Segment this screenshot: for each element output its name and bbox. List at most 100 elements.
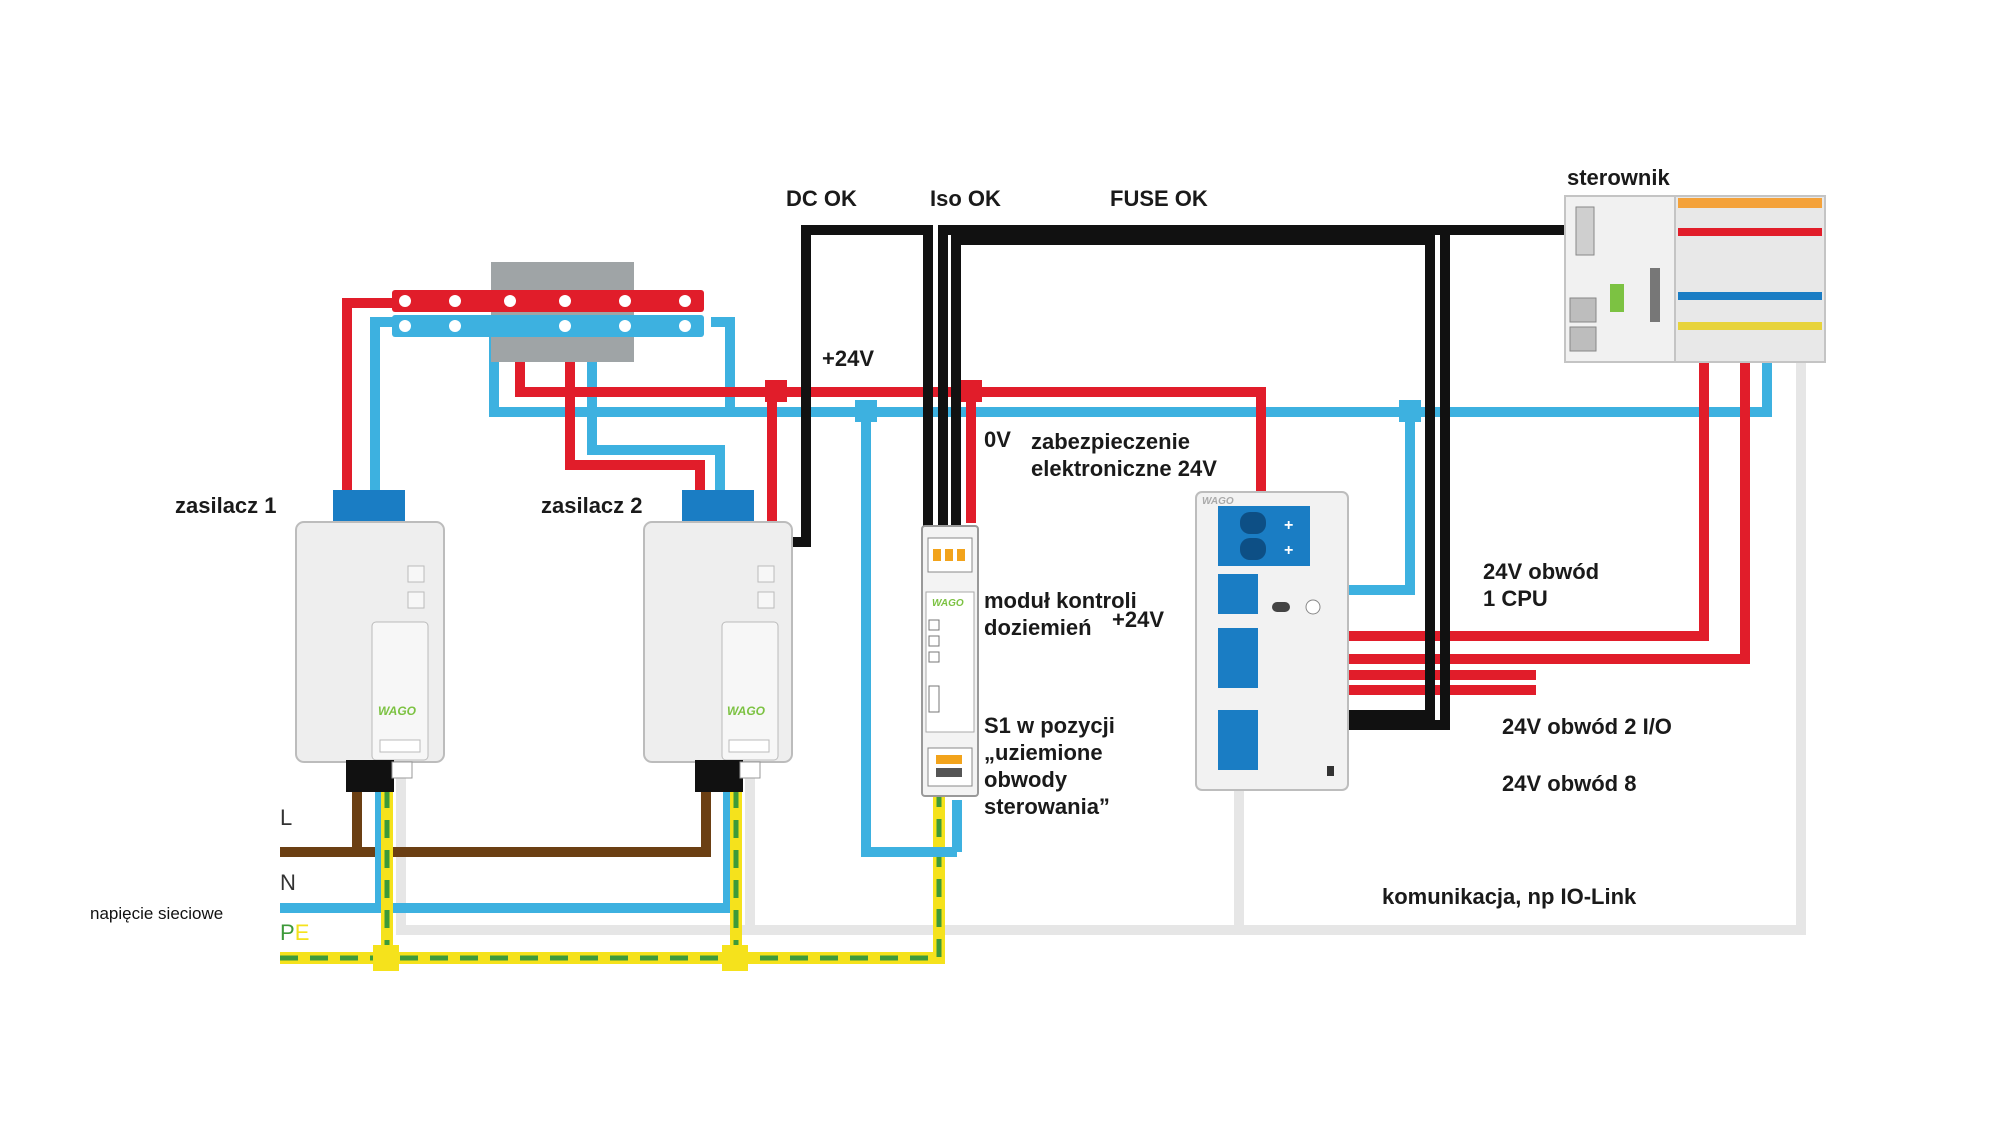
iso-ok-line-2 [951, 235, 1435, 720]
plc-io-orange-top [1678, 198, 1822, 208]
zero-v-junction-2 [1399, 400, 1421, 422]
terminal-screw-1 [399, 295, 411, 307]
terminal-screw-2 [449, 295, 461, 307]
fuse-brand-logo: WAGO [1202, 496, 1234, 507]
zero-v-junctions [855, 400, 1421, 422]
terminal-screw-11 [679, 320, 691, 332]
plc-ethernet-2 [1569, 326, 1597, 352]
communication-label: komunikacja, np IO-Link [1382, 884, 1637, 909]
fuse-input-terminal [1218, 506, 1310, 566]
circuit-1-label-1: 24V obwód [1483, 559, 1600, 584]
terminal-screw-4 [559, 295, 571, 307]
fuse-ok-label: FUSE OK [1110, 186, 1208, 211]
l-line [280, 790, 711, 857]
zero-v-module-loop [861, 412, 925, 857]
plus24v-lines [342, 254, 1750, 695]
psu2-led-2 [757, 591, 775, 609]
psu1-terminal [333, 490, 405, 522]
plc-cpu-latch [1650, 268, 1660, 322]
plus24v-mid-label: +24V [1112, 607, 1164, 632]
plc-io-modules [1674, 195, 1826, 363]
terminal-block-blue [392, 315, 704, 337]
plc-cpu-badge [1610, 284, 1624, 312]
signal-lines [791, 225, 1567, 730]
plus24v-junction-2 [960, 380, 982, 402]
module-led-3 [928, 651, 940, 663]
module-led-1 [928, 619, 940, 631]
isolation-monitor-module [921, 525, 979, 797]
plus24v-bus [772, 387, 1266, 516]
module-pin-2 [945, 549, 953, 561]
terminal-screw-5 [619, 295, 631, 307]
controller-label: sterownik [1567, 165, 1670, 190]
mains-n-lines [280, 790, 733, 913]
psu2-front-panel [721, 621, 779, 761]
fuse-input-slot-1 [1240, 512, 1266, 534]
psu1-bottom-white [391, 761, 413, 779]
pe-junction-2 [722, 945, 748, 971]
plus24v-obwod1b [1238, 275, 1750, 664]
psu2-label-plate [728, 739, 770, 753]
fuse-plus-sign-1: + [1284, 517, 1293, 534]
electronic-fuse-label-1: zabezpieczenie [1031, 429, 1190, 454]
psu1-led-2 [407, 591, 425, 609]
psu2-bottom-terminal [695, 760, 743, 792]
line-pe-label: PE [280, 920, 309, 946]
line-n-label: N [280, 870, 296, 895]
plc-serial-port [1575, 206, 1595, 256]
plc-io-red-row [1678, 228, 1822, 236]
psu1-front-panel [371, 621, 429, 761]
plus24v-junctions [765, 380, 982, 402]
dc-ok-label: DC OK [786, 186, 857, 211]
module-label-2: doziemień [984, 615, 1092, 640]
dc-ok-line [791, 225, 933, 547]
line-l-label: L [280, 805, 293, 830]
terminal-screw-3 [504, 295, 516, 307]
power-supply-1 [295, 490, 445, 792]
psu2-bottom-white [739, 761, 761, 779]
s1-label-1: S1 w pozycji [984, 713, 1115, 738]
circuit-8-label: 24V obwód 8 [1502, 771, 1637, 796]
zero-v-module-drop [925, 800, 962, 857]
s1-label-2: „uziemione [984, 740, 1103, 765]
s1-label-3: obwody [984, 767, 1068, 792]
module-led-2 [928, 635, 940, 647]
plus24v-junction-1 [765, 380, 787, 402]
circuit-1-label-2: 1 CPU [1483, 586, 1548, 611]
plus24v-psu1 [342, 298, 400, 495]
plus24v-psu2 [565, 303, 705, 495]
terminal-screw-7 [399, 320, 411, 332]
terminal-screw-9 [559, 320, 571, 332]
zero-v-junction-1 [855, 400, 877, 422]
power-supply-2-label: zasilacz 2 [541, 493, 643, 518]
module-pin-3 [957, 549, 965, 561]
pe-lines [280, 790, 945, 971]
fuse-output-terminal [1218, 628, 1258, 688]
fuse-zero-terminal [1218, 574, 1258, 614]
psu1-label-plate [379, 739, 421, 753]
plc-io-blue-row [1678, 292, 1822, 300]
electronic-fuse-label-2: elektroniczne 24V [1031, 456, 1217, 481]
power-supply-1-label: zasilacz 1 [175, 493, 277, 518]
module-bottom-pin-1 [936, 755, 962, 764]
fuse-indicator [1272, 602, 1290, 612]
plc-io-yellow-row [1678, 322, 1822, 330]
s1-label-4: sterowania” [984, 794, 1110, 819]
fuse-input-slot-2 [1240, 538, 1266, 560]
plus24v-top-label: +24V [822, 346, 874, 371]
plc-controller [1564, 195, 1826, 363]
module-label-1: moduł kontroli [984, 588, 1137, 613]
psu2-terminal [682, 490, 754, 522]
zero-v-label: 0V [984, 427, 1011, 452]
terminal-block-red [392, 290, 704, 312]
mains-l-lines [280, 790, 711, 857]
module-pin-1 [933, 549, 941, 561]
terminal-screw-8 [449, 320, 461, 332]
iso-ok-label: Iso OK [930, 186, 1001, 211]
psu1-brand-logo: WAGO [378, 704, 416, 718]
module-bottom-connector [927, 747, 973, 787]
pe-junction-1 [373, 945, 399, 971]
power-supply-2 [643, 490, 793, 792]
module-brand-logo: WAGO [932, 598, 964, 609]
